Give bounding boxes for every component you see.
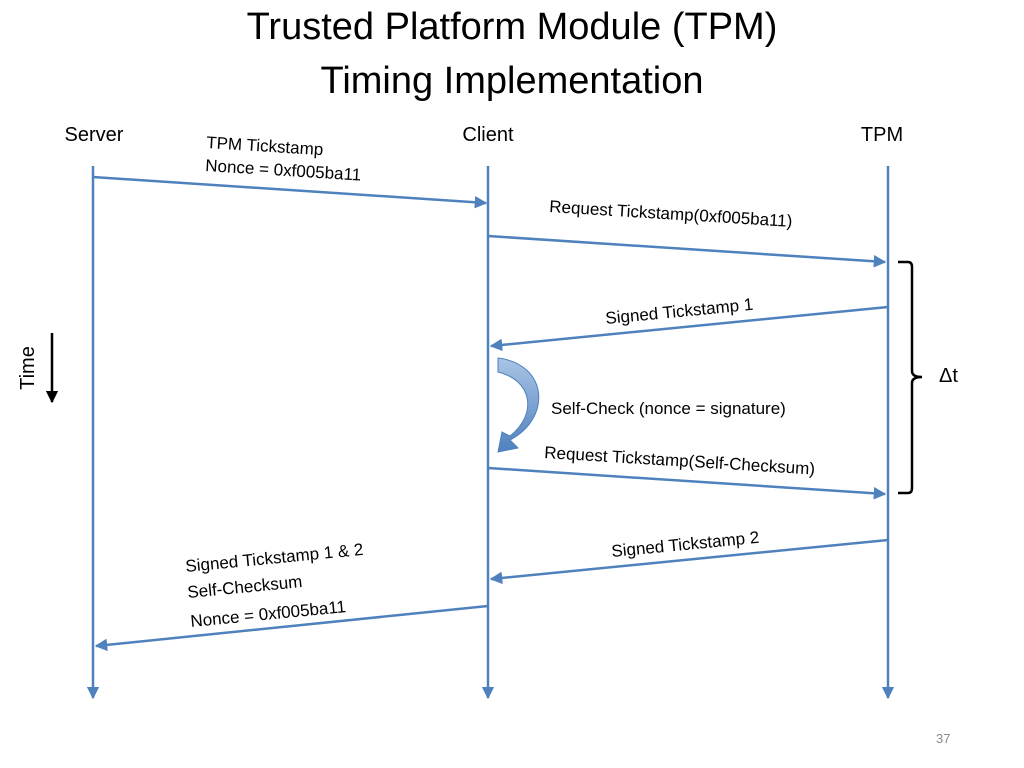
page-number: 37 bbox=[936, 731, 951, 746]
message-label-tickstamp-title: TPM Tickstamp bbox=[206, 133, 324, 159]
message-arrow-client-to-tpm-2 bbox=[487, 466, 887, 500]
message-label-signed-tickstamps: Signed Tickstamp 1 & 2 bbox=[185, 540, 365, 576]
message-label-self-checksum: Self-Checksum bbox=[187, 572, 304, 602]
slide-title: Trusted Platform Module (TPM) Timing Imp… bbox=[0, 0, 1024, 108]
message-label-nonce-return: Nonce = 0xf005ba11 bbox=[190, 597, 347, 631]
message-label-nonce: Nonce = 0xf005ba11 bbox=[205, 156, 362, 184]
self-check-label: Self-Check (nonce = signature) bbox=[551, 399, 786, 418]
message-label-request-tickstamp-nonce: Request Tickstamp(0xf005ba11) bbox=[549, 197, 793, 231]
message-arrow-client-to-server bbox=[94, 604, 489, 652]
self-check-curve-icon bbox=[497, 357, 540, 453]
title-line-1: Trusted Platform Module (TPM) bbox=[246, 6, 778, 48]
delta-t-brace bbox=[898, 260, 923, 495]
message-arrow-tpm-to-client-2 bbox=[489, 538, 889, 585]
message-arrow-tpm-to-client-1 bbox=[489, 305, 889, 352]
participant-server: Server bbox=[65, 124, 124, 146]
delta-t-label: Δt bbox=[939, 365, 958, 387]
participant-client: Client bbox=[462, 124, 514, 146]
message-arrow-client-to-tpm-1 bbox=[487, 234, 887, 268]
time-label: Time bbox=[17, 346, 39, 390]
message-arrow-server-to-client-1 bbox=[92, 175, 488, 209]
title-line-2: Timing Implementation bbox=[320, 60, 704, 102]
participant-tpm: TPM bbox=[861, 124, 903, 146]
